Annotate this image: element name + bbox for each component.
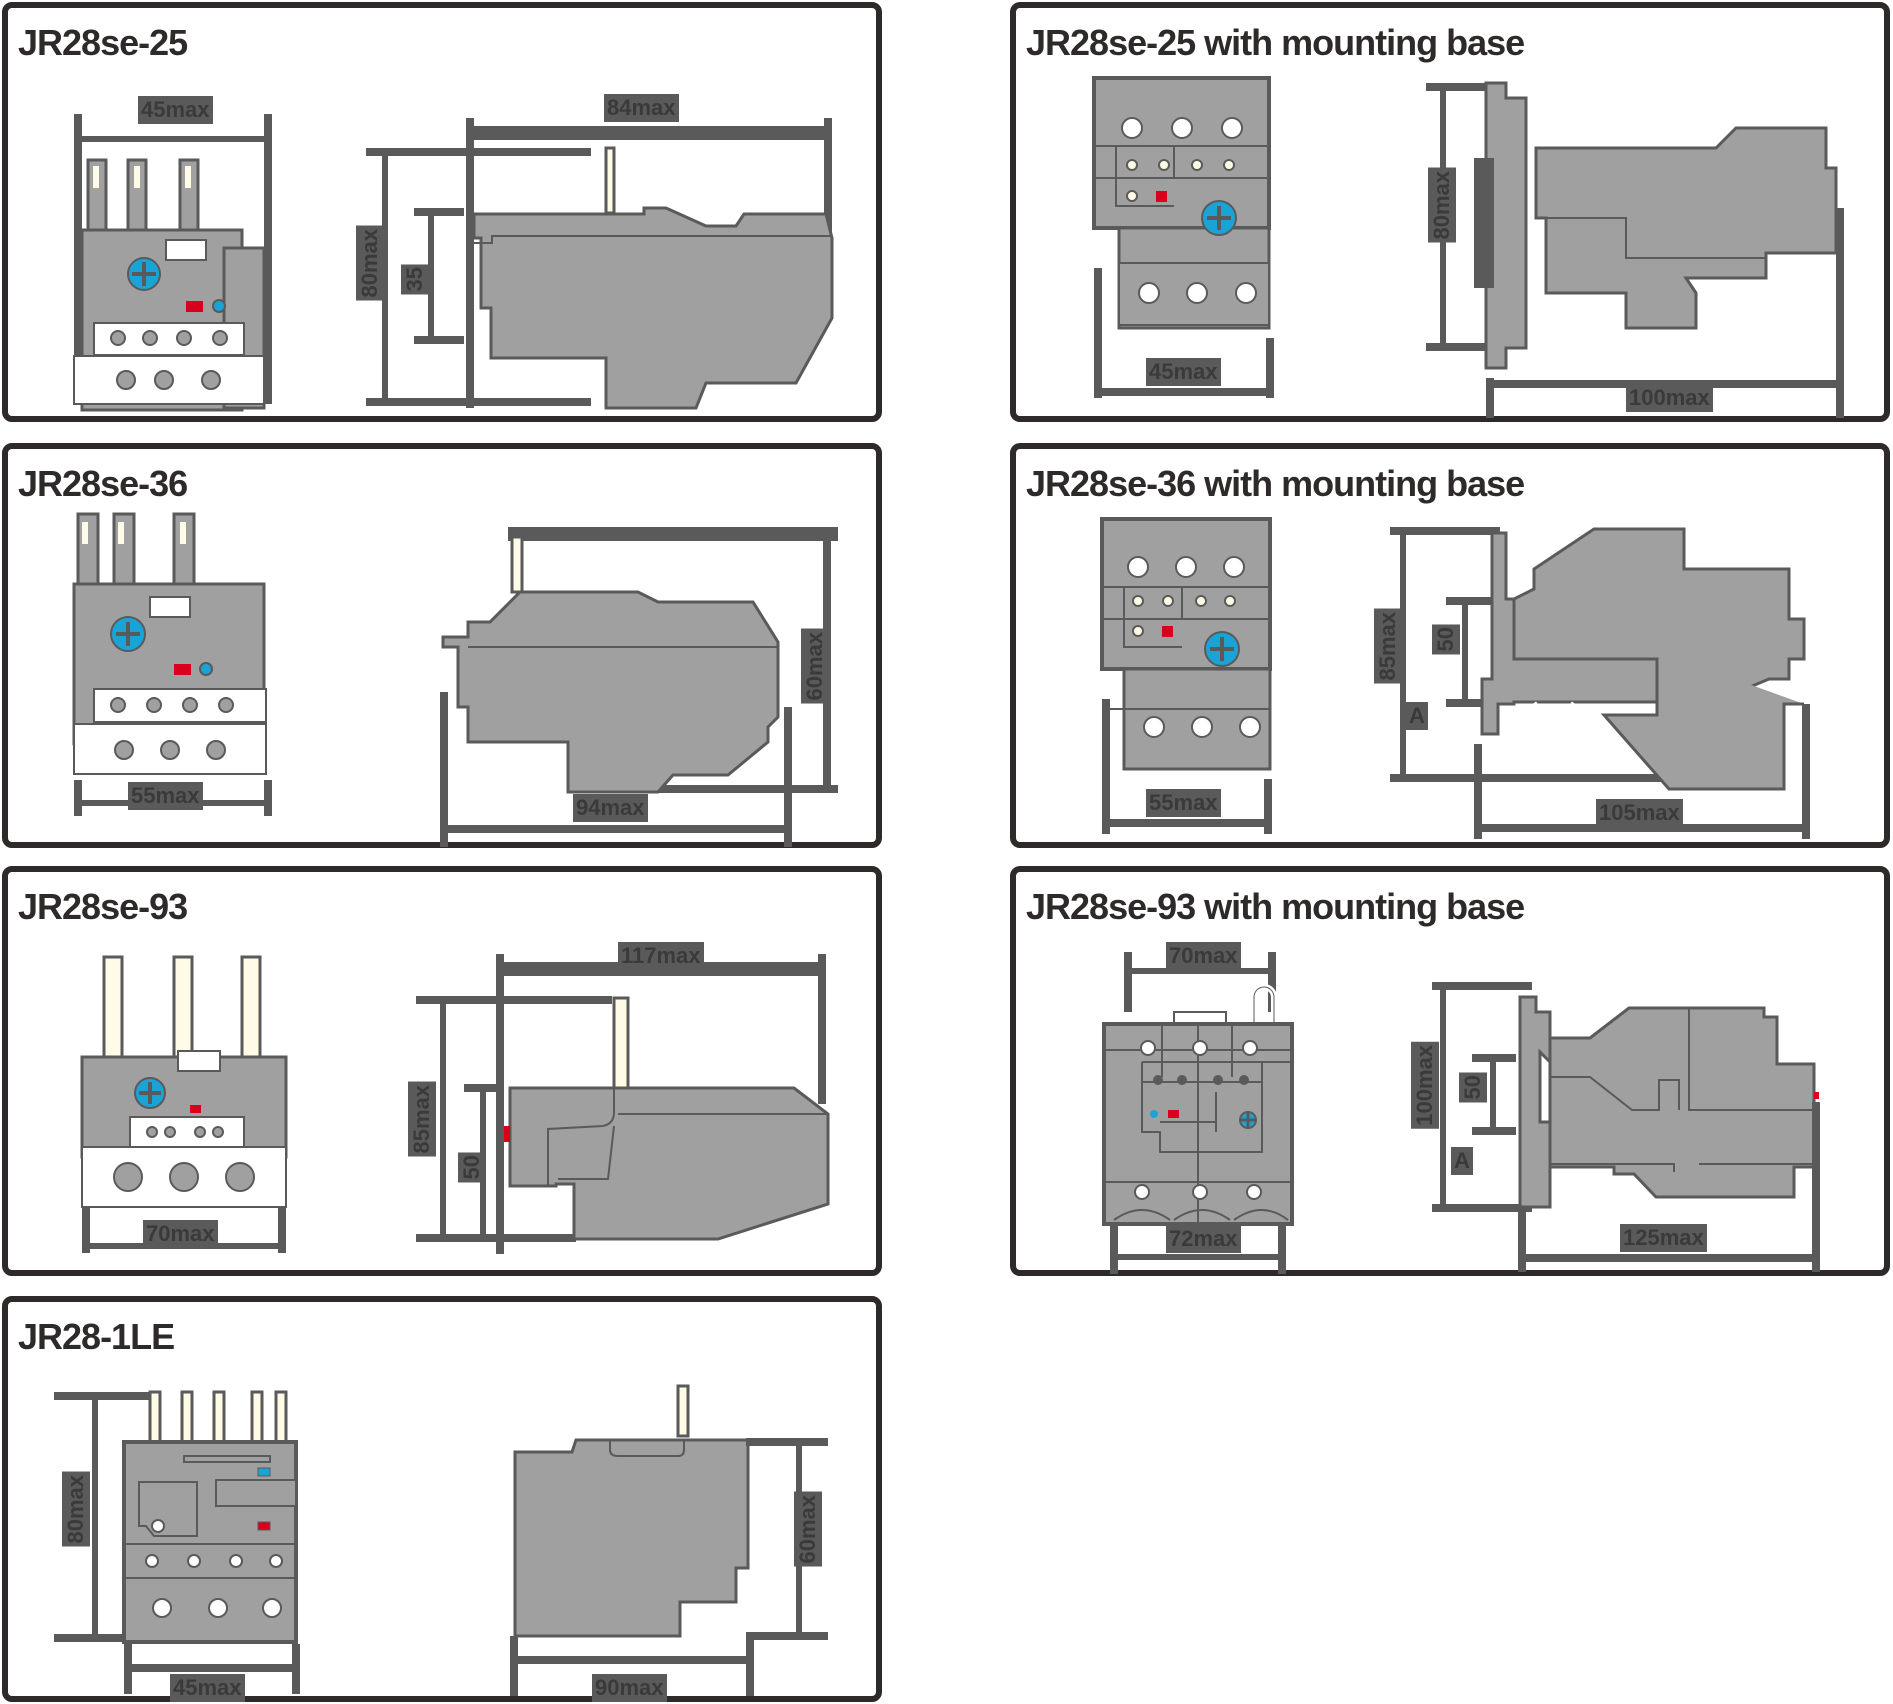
side-height-dimension: 60max [794,1492,822,1567]
side-inner-dimension: 50 [1459,1072,1487,1103]
side-view-drawing [416,954,830,1254]
front-view-drawing [1100,517,1272,834]
side-view-drawing [1432,982,1820,1272]
front-view-drawing [80,955,288,1253]
side-offset-label: A [1406,702,1428,730]
panel-title: JR28se-36 [18,463,188,504]
front-height-dimension: 80max [62,1472,90,1547]
front-view-drawing [73,114,272,412]
side-depth-dimension: 84max [604,94,679,122]
side-depth-dimension: 117max [618,942,704,970]
side-view-drawing [1390,527,1810,839]
side-inner-dimension: 35 [401,264,429,295]
front-view-drawing [1092,76,1274,398]
panel-title: JR28se-25 [18,22,188,63]
side-inner-dimension: 50 [458,1152,486,1183]
panel-jr28se-25-mounting: JR28se-25 with mounting base 45max [1010,2,1890,422]
front-view-drawing [72,512,272,816]
panel-title: JR28se-36 with mounting base [1026,463,1525,504]
side-depth-dimension: 125max [1620,1224,1707,1252]
side-inner-dimension: 50 [1432,624,1460,655]
side-height-dimension: 85max [408,1082,436,1157]
front-width-dimension: 45max [170,1674,245,1702]
panel-jr28se-25: JR28se-25 45max [2,2,882,422]
panel-jr28se-36-mounting: JR28se-36 with mounting base 55max [1010,443,1890,848]
side-height-dimension: 80max [356,226,384,301]
side-depth-dimension: 94max [573,794,648,822]
panel-jr28-1le: JR28-1LE 45max 80max 90m [2,1296,882,1702]
side-depth-dimension: 100max [1626,384,1713,412]
front-width-dimension: 45max [138,96,213,124]
front-view-drawing [1102,952,1294,1274]
side-view-drawing [510,1384,828,1696]
panel-title: JR28se-93 [18,886,188,927]
panel-title: JR28se-93 with mounting base [1026,886,1525,927]
side-height-dimension: 60max [801,629,829,704]
side-height-dimension: 100max [1411,1042,1439,1129]
side-view-drawing [366,118,834,410]
front-width-top-dimension: 70max [1166,942,1241,970]
front-width-dimension: 55max [128,782,203,810]
front-width-dimension: 70max [143,1220,218,1248]
panel-jr28se-93-mounting: JR28se-93 with mounting base 70max 72max [1010,866,1890,1276]
front-width-dimension: 45max [1146,358,1221,386]
side-depth-dimension: 90max [592,1674,667,1702]
front-width-dimension: 55max [1146,789,1221,817]
panel-jr28se-36: JR28se-36 55max 94max 60max [2,443,882,848]
panel-title: JR28-1LE [18,1316,175,1357]
panel-title: JR28se-25 with mounting base [1026,22,1525,63]
side-offset-label: A [1451,1147,1473,1175]
side-height-dimension: 80max [1428,168,1456,243]
front-view-drawing [54,1390,300,1694]
front-width-dimension: 72max [1166,1225,1241,1253]
side-view-drawing [1426,81,1844,418]
side-height-dimension: 85max [1374,609,1402,684]
panel-jr28se-93: JR28se-93 70max 117max 85max [2,866,882,1276]
side-depth-dimension: 105max [1596,799,1683,827]
side-view-drawing [440,527,838,847]
